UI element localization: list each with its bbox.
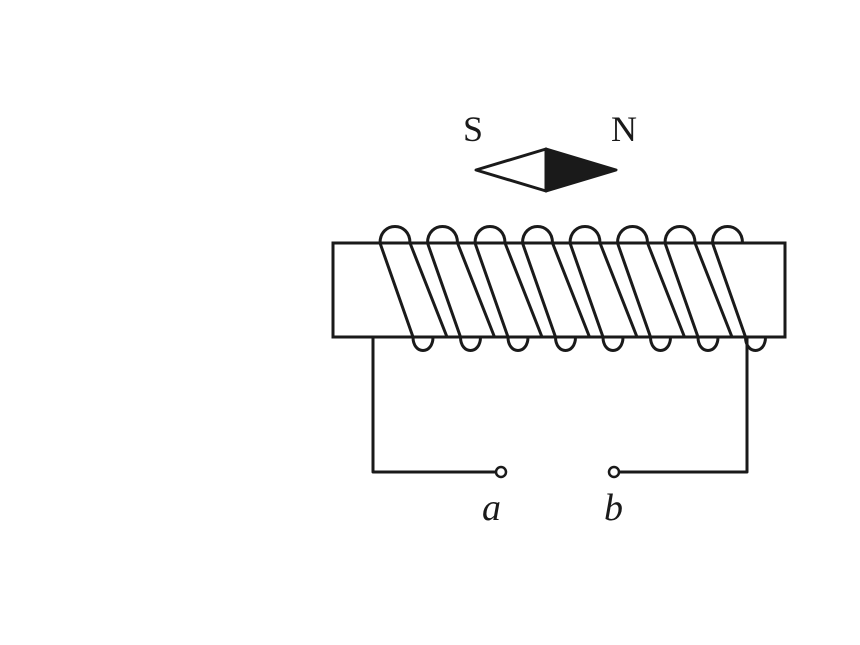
coil-top-arch [663, 225, 697, 245]
coil-bottom-loop [411, 335, 435, 352]
coil-front-strand [408, 241, 449, 339]
lead-wire-a [371, 335, 498, 474]
coil-top-arch [426, 225, 459, 245]
coil-front-strand [598, 241, 639, 339]
coil-front-strand [426, 241, 462, 339]
coil-top-arch [378, 225, 412, 245]
coil-front-strand [663, 241, 700, 339]
coil-front-strand [503, 241, 544, 339]
coil-bottom-loop [554, 335, 577, 352]
coil-bottom-loop [696, 335, 720, 352]
coil-top-arch [521, 225, 554, 245]
coil-front-strand [378, 241, 415, 339]
coil-bottom-loop [506, 335, 530, 352]
coil-top-arch [473, 225, 507, 245]
needle-south-half [474, 147, 548, 193]
coil-top-arch [711, 225, 744, 245]
coil-bottom-loop [649, 335, 672, 352]
coil-front-strand [456, 241, 496, 339]
terminal-b-label: b [604, 487, 623, 529]
north-pole-label: N [611, 109, 637, 149]
terminal-b[interactable] [607, 465, 621, 479]
compass-needle [474, 147, 618, 193]
coil-front-strand [568, 241, 605, 339]
coil-top-arch [568, 225, 602, 245]
south-pole-label: S [463, 109, 483, 149]
coil-bottom-loop [459, 335, 482, 352]
coil-front-windings [378, 241, 767, 352]
coil-front-strand [693, 241, 734, 339]
coil-front-strand [473, 241, 510, 339]
coil-top-arch [616, 225, 649, 245]
terminal-a[interactable] [494, 465, 508, 479]
coil-front-strand [521, 241, 557, 339]
coil-back-arcs [378, 225, 744, 245]
terminal-a-label: a [482, 487, 501, 529]
coil-front-strand [616, 241, 652, 339]
coil-bottom-loop [601, 335, 625, 352]
coil-front-strand [551, 241, 591, 339]
coil-front-strand [711, 241, 747, 339]
coil-front-strand [646, 241, 686, 339]
needle-north-half [544, 147, 618, 193]
lead-wire-b [617, 335, 749, 474]
